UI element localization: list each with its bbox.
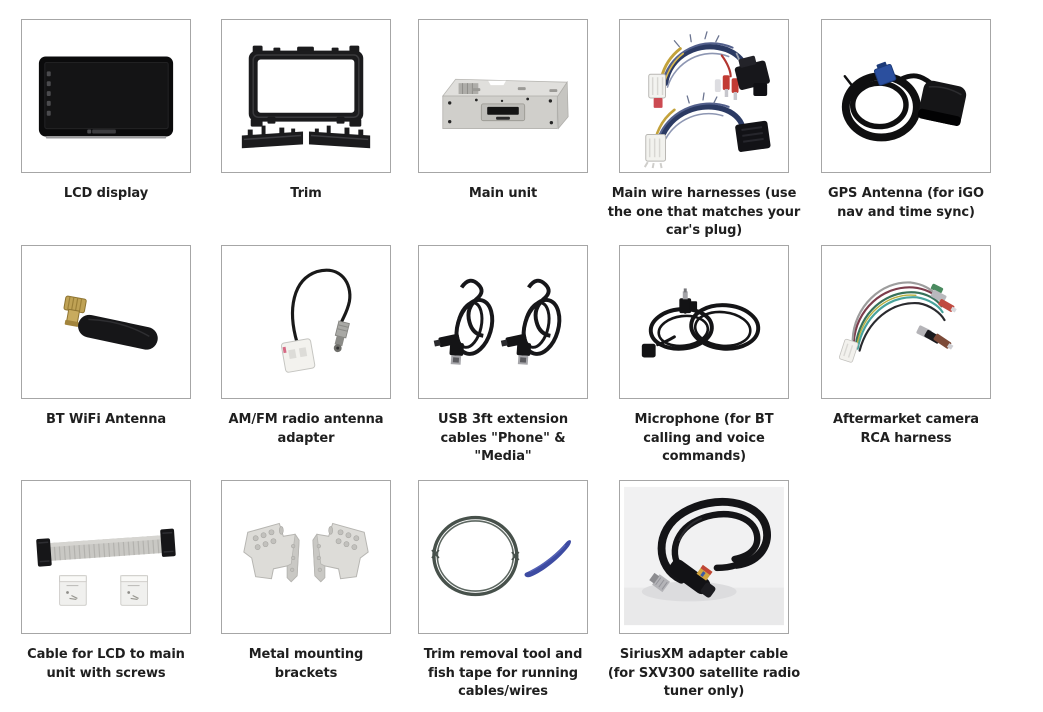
microphone-icon <box>641 288 761 358</box>
item-caption: Main wire harnesses (use the one that ma… <box>607 186 801 238</box>
trim-tool-photo <box>418 480 588 634</box>
lcd-display-photo <box>21 19 191 173</box>
kit-item-siriusxm-cable: SiriusXM adapter cable (for SXV300 satel… <box>599 480 809 702</box>
main-unit-photo <box>418 19 588 173</box>
item-caption: BT WiFi Antenna <box>45 412 167 427</box>
kit-item-usb-cables: USB 3ft extension cables "Phone" & "Medi… <box>398 245 608 467</box>
item-caption: Trim removal tool and fish tape for runn… <box>423 647 583 699</box>
kit-item-bt-wifi-antenna: BT WiFi Antenna <box>1 245 211 430</box>
am-fm-adapter-photo <box>221 245 391 399</box>
item-caption: Microphone (for BT calling and voice com… <box>634 412 774 464</box>
bt-wifi-antenna-icon <box>63 295 158 350</box>
main-wire-harnesses-photo <box>619 19 789 173</box>
kit-item-main-unit: Main unit <box>398 19 608 204</box>
kit-item-microphone: Microphone (for BT calling and voice com… <box>599 245 809 467</box>
kit-item-am-fm-adapter: AM/FM radio antenna adapter <box>201 245 411 448</box>
camera-rca-harness-photo <box>821 245 991 399</box>
microphone-photo <box>619 245 789 399</box>
gps-antenna-icon <box>841 61 967 142</box>
siriusxm-cable-photo <box>619 480 789 634</box>
item-caption: Cable for LCD to main unit with screws <box>27 647 185 681</box>
bt-wifi-antenna-photo <box>21 245 191 399</box>
lcd-cable-with-screws-icon <box>36 528 176 606</box>
kit-item-trim: Trim <box>201 19 411 204</box>
trim-icon <box>241 45 371 149</box>
kit-item-lcd-display: LCD display <box>1 19 211 204</box>
usb-extension-cables-icon <box>431 278 568 367</box>
item-caption: Aftermarket camera RCA harness <box>833 412 979 446</box>
mounting-brackets-photo <box>221 480 391 634</box>
kit-item-camera-rca-harness: Aftermarket camera RCA harness <box>801 245 1011 448</box>
trim-tool-fish-tape-icon <box>431 515 571 597</box>
item-caption: LCD display <box>63 186 149 201</box>
main-unit-icon <box>441 78 569 130</box>
camera-rca-harness-icon <box>838 281 957 363</box>
item-caption: Main unit <box>468 186 538 201</box>
kit-item-lcd-cable: Cable for LCD to main unit with screws <box>1 480 211 683</box>
main-wire-harnesses-icon <box>643 31 771 169</box>
usb-cables-photo <box>418 245 588 399</box>
siriusxm-adapter-cable-icon <box>624 486 784 626</box>
kit-item-mounting-brackets: Metal mounting brackets <box>201 480 411 683</box>
am-fm-antenna-adapter-icon <box>280 268 352 373</box>
item-caption: USB 3ft extension cables "Phone" & "Medi… <box>438 412 568 464</box>
gps-antenna-photo <box>821 19 991 173</box>
lcd-display-icon <box>38 56 174 139</box>
item-caption: SiriusXM adapter cable (for SXV300 satel… <box>607 647 801 699</box>
item-caption: GPS Antenna (for iGO nav and time sync) <box>828 186 984 220</box>
kit-item-trim-tool: Trim removal tool and fish tape for runn… <box>398 480 608 702</box>
lcd-cable-photo <box>21 480 191 634</box>
item-caption: Trim <box>290 186 322 201</box>
item-caption: AM/FM radio antenna adapter <box>228 412 384 446</box>
kit-item-main-wire-harnesses: Main wire harnesses (use the one that ma… <box>599 19 809 241</box>
kit-item-gps-antenna: GPS Antenna (for iGO nav and time sync) <box>801 19 1011 222</box>
trim-photo <box>221 19 391 173</box>
metal-mounting-brackets-icon <box>243 522 369 583</box>
item-caption: Metal mounting brackets <box>248 647 364 681</box>
